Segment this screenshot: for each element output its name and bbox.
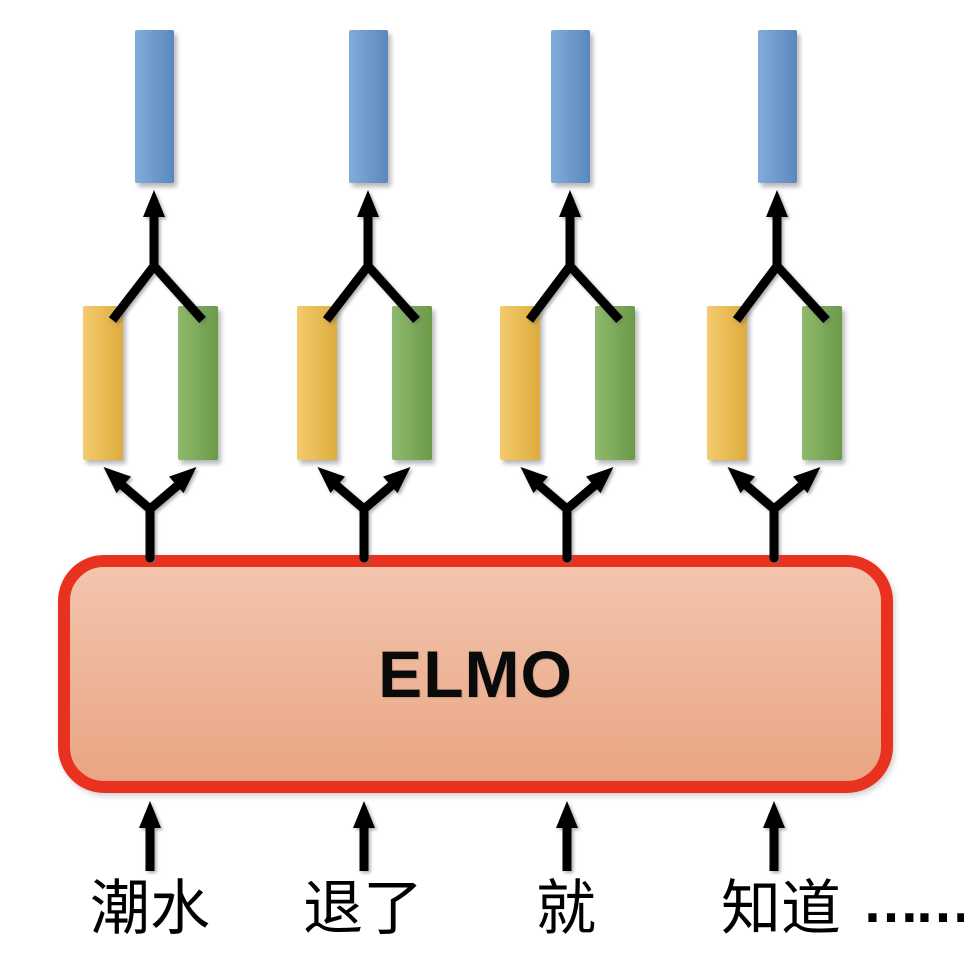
output-embedding-bar-4 xyxy=(757,30,797,183)
backward-embedding-bar-4 xyxy=(801,306,842,460)
split-arrow-icon xyxy=(520,467,614,563)
input-token-4: 知道 xyxy=(721,875,841,942)
split-arrow-icon xyxy=(727,467,821,563)
connector-column-3 xyxy=(520,190,623,871)
ellipsis-text: …… xyxy=(862,870,964,935)
input-token-2: 退了 xyxy=(303,875,423,942)
backward-embedding-bar-3 xyxy=(594,306,635,460)
output-embedding-bar-2 xyxy=(348,30,388,183)
forward-embedding-bar-1 xyxy=(82,306,123,460)
split-arrow-icon xyxy=(317,467,411,563)
forward-embedding-bar-3 xyxy=(499,306,540,460)
split-arrow-icon xyxy=(103,467,197,563)
forward-embedding-bar-2 xyxy=(296,306,337,460)
connector-column-1 xyxy=(103,190,206,871)
elmo-model-box: ELMO xyxy=(58,555,893,793)
merge-arrow-icon xyxy=(732,190,830,324)
backward-embedding-bar-1 xyxy=(177,306,218,460)
connector-column-2 xyxy=(317,190,420,871)
merge-arrow-icon xyxy=(108,190,206,324)
input-arrow-icon xyxy=(556,801,578,871)
output-embedding-bar-3 xyxy=(550,30,590,183)
backward-embedding-bar-2 xyxy=(391,306,432,460)
merge-arrow-icon xyxy=(525,190,623,324)
input-token-3: 就 xyxy=(536,875,596,942)
merge-arrow-icon xyxy=(322,190,420,324)
output-embedding-bar-1 xyxy=(134,30,174,183)
elmo-model-label: ELMO xyxy=(378,637,573,711)
input-arrow-icon xyxy=(139,801,161,871)
input-arrow-icon xyxy=(763,801,785,871)
connector-column-4 xyxy=(727,190,830,871)
input-arrow-icon xyxy=(353,801,375,871)
forward-embedding-bar-4 xyxy=(706,306,747,460)
input-token-1: 潮水 xyxy=(90,875,210,942)
